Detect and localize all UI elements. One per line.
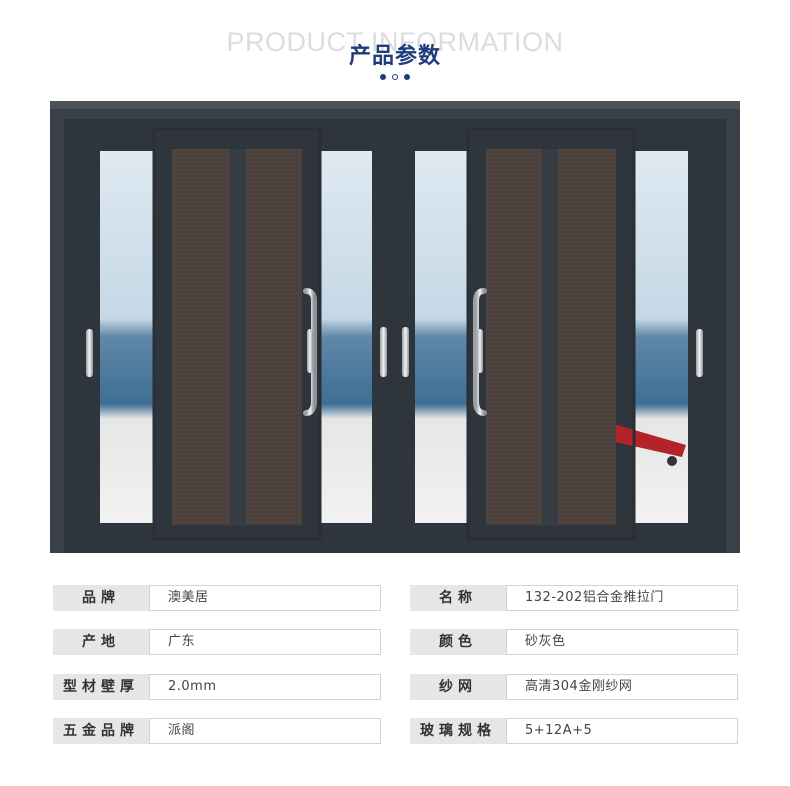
spec-label: 名称 — [410, 585, 506, 611]
glass-panel — [100, 151, 154, 523]
lock-handle — [86, 329, 93, 377]
spec-value: 澳美居 — [149, 585, 381, 611]
screen-mesh — [246, 149, 302, 525]
product-photo — [50, 101, 740, 553]
glass-panel — [634, 151, 688, 523]
spec-label: 颜色 — [410, 629, 506, 655]
spec-row: 品牌 澳美居 名称 132-202铝合金推拉门 — [53, 585, 738, 611]
pull-handle — [473, 288, 487, 416]
pull-handle — [303, 288, 317, 416]
watermark-title: PRODUCT INFORMATION — [226, 27, 564, 57]
dot-icon — [404, 74, 410, 80]
spec-label: 纱网 — [410, 674, 506, 700]
spec-label: 玻璃规格 — [410, 718, 506, 744]
glass-panel — [320, 151, 372, 523]
spec-value: 派阁 — [149, 718, 381, 744]
dot-ring-icon — [392, 74, 398, 80]
spec-row: 型材壁厚 2.0mm 纱网 高清304金刚纱网 — [53, 674, 738, 700]
spec-row: 五金品牌 派阁 玻璃规格 5+12A+5 — [53, 718, 738, 744]
spec-value: 2.0mm — [149, 674, 381, 700]
section-header: PRODUCT INFORMATION 产品参数 — [0, 0, 790, 100]
spec-value: 砂灰色 — [506, 629, 738, 655]
spec-value: 132-202铝合金推拉门 — [506, 585, 738, 611]
spec-value: 5+12A+5 — [506, 718, 738, 744]
spec-row: 产地 广东 颜色 砂灰色 — [53, 629, 738, 655]
title-dots — [0, 74, 790, 80]
spec-value: 广东 — [149, 629, 381, 655]
screen-mesh — [172, 149, 230, 525]
screen-mesh — [486, 149, 542, 525]
spec-value: 高清304金刚纱网 — [506, 674, 738, 700]
spec-label: 产地 — [53, 629, 149, 655]
spec-label: 型材壁厚 — [53, 674, 149, 700]
lock-handle — [696, 329, 703, 377]
glass-panel — [415, 151, 467, 523]
screen-mesh — [558, 149, 616, 525]
lock-handle — [380, 327, 387, 377]
lock-handle — [402, 327, 409, 377]
spec-label: 品牌 — [53, 585, 149, 611]
dot-icon — [380, 74, 386, 80]
page-title: 产品参数 — [348, 44, 441, 69]
spec-label: 五金品牌 — [53, 718, 149, 744]
